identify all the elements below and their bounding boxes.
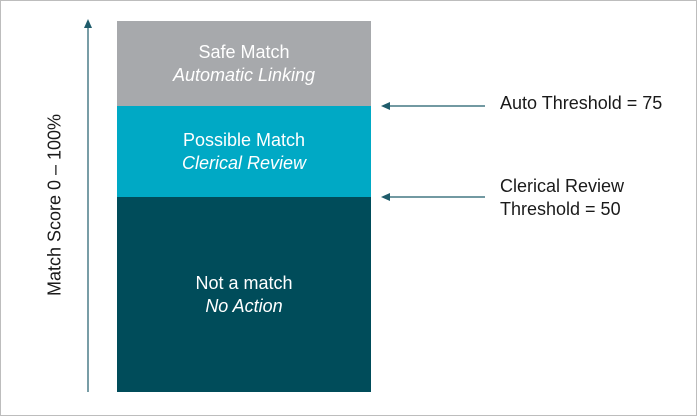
clerical-threshold-line1: Clerical Review	[500, 176, 625, 196]
band-possible-match: Possible Match Clerical Review	[117, 106, 371, 197]
auto-threshold-arrow-head	[381, 102, 390, 110]
band-safe-subtitle: Automatic Linking	[172, 64, 316, 85]
axis-arrow-head	[84, 19, 92, 28]
band-possible-subtitle: Clerical Review	[181, 152, 307, 173]
clerical-threshold-arrow-head	[381, 193, 390, 201]
clerical-threshold-line2: Threshold = 50	[500, 199, 621, 219]
auto-threshold-label: Auto Threshold = 75	[500, 93, 663, 113]
band-safe-match: Safe Match Automatic Linking	[117, 21, 371, 106]
band-possible-title: Possible Match	[182, 129, 306, 150]
clerical-threshold-label: Clerical Review Threshold = 50	[500, 175, 624, 221]
band-not-a-match: Not a match No Action	[117, 197, 371, 392]
band-none-title: Not a match	[195, 272, 293, 293]
band-none-subtitle: No Action	[205, 295, 283, 316]
band-safe-title: Safe Match	[198, 41, 290, 62]
